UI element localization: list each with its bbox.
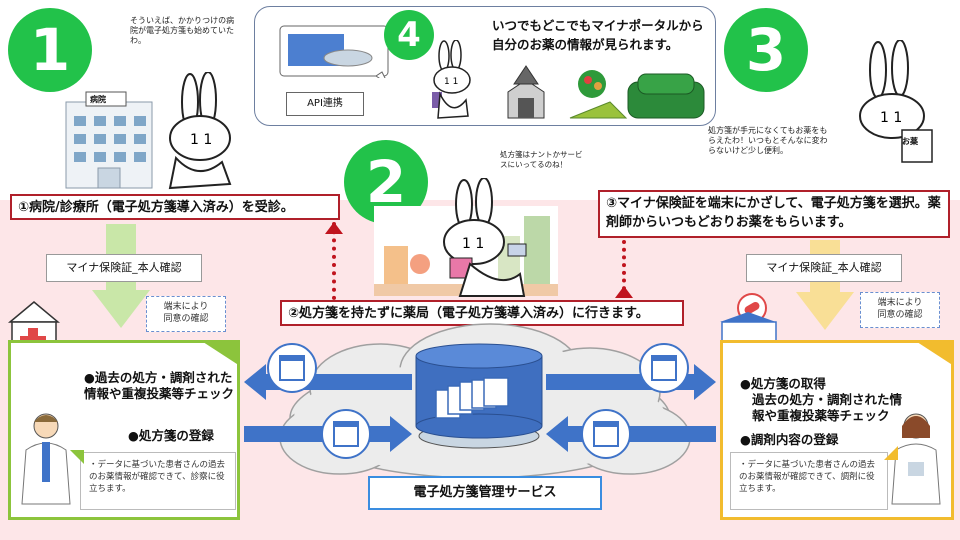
rabbit-running-icon: 1 1 [443,178,527,297]
hospital-sign: 病院 [90,95,106,104]
pharmacy-check-item: 過去の処方・調剤された情報や重複投薬等チェック [752,392,903,423]
pharmacy-register-item: ●調剤内容の登録 [740,432,839,447]
clinic-id-check: マイナ保険証_本人確認 [46,254,202,282]
data-document-icon [267,343,317,393]
step-1-label: ①病院/診療所（電子処方箋導入済み）を受診。 [10,194,340,220]
pharmacist-icon [891,413,941,505]
pharmacy-panel-corner [914,340,954,366]
svg-text:1 1: 1 1 [190,132,212,148]
portal-description: いつでもどこでもマイナポータルから自分のお薬の情報が見られます。 [492,18,704,52]
svg-text:1 1: 1 1 [880,110,902,126]
clinic-register-item: ●処方箋の登録 [128,428,214,443]
arrow-to-pharmacy-icon [546,364,716,400]
pharmacy-note: ・データに基づいた患者さんの過去のお薬情報が確認できて、調剤に役立ちます。 [730,452,888,510]
pharmacy-speech-bubble: 処方箋が手元になくてもお薬をもらえたわ！いつもとそんなに変わらないけど少し便利。 [708,126,828,156]
arrow-to-clinic-icon [244,364,412,400]
connector-step1-step2 [332,222,336,300]
doctor-icon [21,413,71,505]
clinic-note-pointer [70,450,84,464]
clinic-down-arrow-icon [92,290,150,328]
clinic-speech-bubble: そういえば、かかりつけの病院が電子処方箋も始めていたわ。 [130,16,242,46]
data-document-icon-2 [321,409,371,459]
places-illustration-icon [507,65,705,119]
svg-text:1 1: 1 1 [444,77,458,87]
step-2-label: ②処方箋を持たずに薬局（電子処方箋導入済み）に行きます。 [280,300,684,326]
step-3-label: ③マイナ保険証を端末にかざして、電子処方箋を選択。薬剤師からいつもどおりお薬をも… [598,190,950,238]
arrow-up-icon [325,222,343,234]
clinic-check-item: ●過去の処方・調剤された情報や重複投薬等チェック [84,370,235,401]
clinic-panel-corner [200,340,240,366]
pharmacy-consent-check: 端末により 同意の確認 [860,292,940,328]
data-document-icon-3 [639,343,689,393]
connector-step2-step3 [622,240,626,298]
arrow-up-icon-2 [615,286,633,298]
rabbit-mascot-icon: 1 1 [168,72,232,190]
pharmacy-route-bubble: 処方箋はナントかサービスにいってるのね！ [500,150,586,170]
hospital-building-icon [65,91,153,189]
api-cloud-icon [279,25,389,78]
medicine-bag-label: お薬 [902,137,918,146]
database-icon [415,343,543,449]
clinic-consent-check: 端末により 同意の確認 [146,296,226,332]
pharmacy-id-check: マイナ保険証_本人確認 [746,254,902,282]
step-3-circle: 3 [724,8,808,92]
rabbit-medicine-icon: 1 1 [859,40,933,163]
pharmacy-get-item: ●処方箋の取得 [740,376,826,391]
data-document-icon-4 [581,409,631,459]
rabbit-phone-icon: 1 1 [432,40,471,119]
service-name-label: 電子処方箋管理サービス [368,476,602,510]
api-link-label: API連携 [286,92,364,116]
svg-text:1 1: 1 1 [462,236,484,252]
clinic-note: ・データに基づいた患者さんの過去のお薬情報が確認できて、診察に役立ちます。 [80,452,236,510]
step-4-circle: 4 [384,10,434,60]
pharmacy-note-pointer [884,446,898,460]
pharmacy-down-arrow-icon [796,292,854,330]
step-1-circle: 1 [8,8,92,92]
